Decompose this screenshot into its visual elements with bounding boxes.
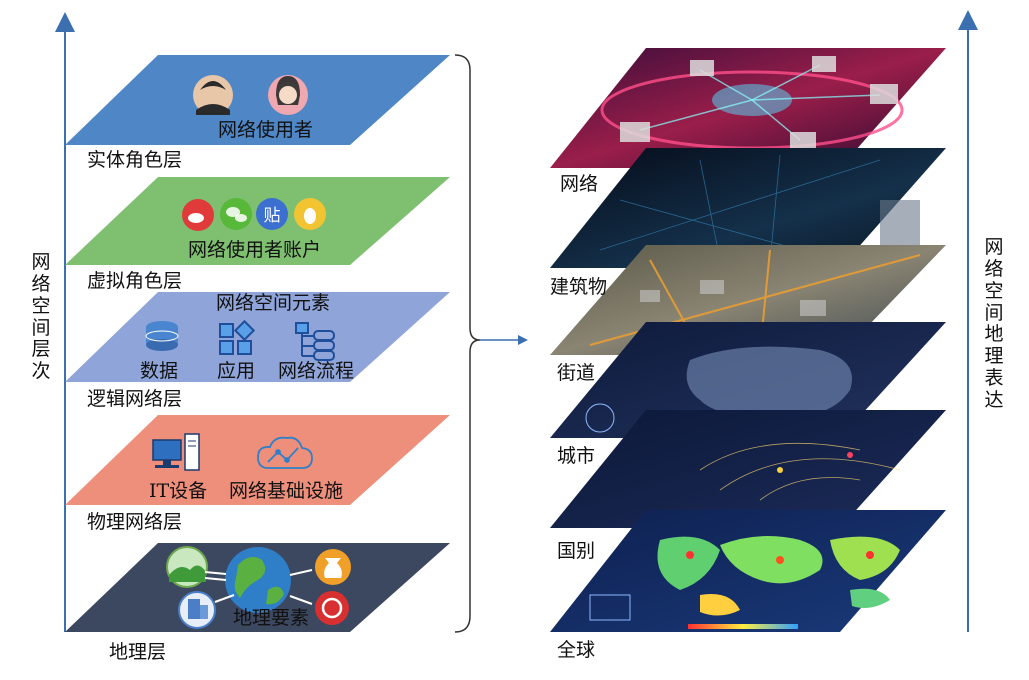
connector-arrowhead bbox=[518, 335, 528, 345]
map-layer-name-streets: 街道 bbox=[557, 362, 596, 384]
map-layer-name-buildings: 建筑物 bbox=[550, 276, 608, 298]
map-layer-network bbox=[550, 48, 946, 168]
weibo-icon bbox=[182, 199, 214, 231]
globe-icon bbox=[225, 547, 291, 613]
geo-link-line bbox=[204, 577, 227, 581]
flowchart-icon bbox=[295, 322, 335, 361]
map-layer-city bbox=[550, 322, 946, 438]
layer-name-geo: 地理层 bbox=[109, 641, 167, 663]
layer-shape-logical bbox=[65, 292, 450, 382]
map-layer-name-city: 城市 bbox=[557, 445, 596, 467]
target-icon bbox=[315, 591, 349, 625]
map-layer-country bbox=[550, 410, 946, 528]
building-icon bbox=[178, 591, 216, 629]
tieba-icon bbox=[256, 198, 288, 230]
map-layer-name-country: 国别 bbox=[557, 540, 596, 562]
left-axis-label: 网络空间层次 bbox=[31, 251, 51, 383]
money-bag-icon bbox=[315, 549, 351, 585]
right-axis-label: 网络空间地理表达 bbox=[984, 236, 1004, 411]
bracket bbox=[454, 54, 481, 633]
user-female-icon bbox=[268, 75, 308, 115]
layer-name-virtual: 虚拟角色层 bbox=[87, 270, 183, 292]
layer-name-physical: 物理网络层 bbox=[87, 511, 183, 533]
cloud-network-icon bbox=[257, 436, 313, 469]
layer-shape-virtual bbox=[65, 177, 450, 265]
item-network-infrastructure: 网络基础设施 bbox=[229, 480, 344, 502]
computer-icon bbox=[152, 433, 200, 471]
item-it-equipment: IT设备 bbox=[149, 480, 208, 502]
landscape-icon bbox=[166, 546, 208, 588]
tieba-badge-text: 贴 bbox=[264, 206, 281, 226]
database-icon bbox=[145, 321, 179, 351]
item-data: 数据 bbox=[140, 360, 179, 382]
layer-name-entity: 实体角色层 bbox=[87, 149, 183, 171]
map-layer-name-network: 网络 bbox=[560, 173, 599, 195]
geo-link-line bbox=[204, 571, 227, 575]
caption-cyberspace-elements: 网络空间元素 bbox=[216, 292, 331, 314]
geo-link-line bbox=[289, 595, 313, 605]
wechat-icon bbox=[220, 198, 252, 230]
app-grid-icon bbox=[219, 319, 256, 355]
caption-network-users: 网络使用者 bbox=[218, 119, 314, 141]
layer-shape-entity bbox=[65, 55, 450, 145]
layer-name-logical: 逻辑网络层 bbox=[87, 388, 183, 410]
item-application: 应用 bbox=[217, 360, 256, 382]
map-layer-globe bbox=[550, 510, 946, 632]
caption-user-accounts: 网络使用者账户 bbox=[188, 239, 322, 261]
user-male-icon bbox=[193, 75, 233, 115]
geo-link-line bbox=[289, 569, 313, 576]
map-layer-name-global: 全球 bbox=[557, 639, 596, 661]
item-network-process: 网络流程 bbox=[278, 360, 355, 382]
qq-icon bbox=[294, 198, 326, 230]
geo-link-line bbox=[214, 594, 235, 603]
caption-geo-elements: 地理要素 bbox=[233, 607, 310, 629]
